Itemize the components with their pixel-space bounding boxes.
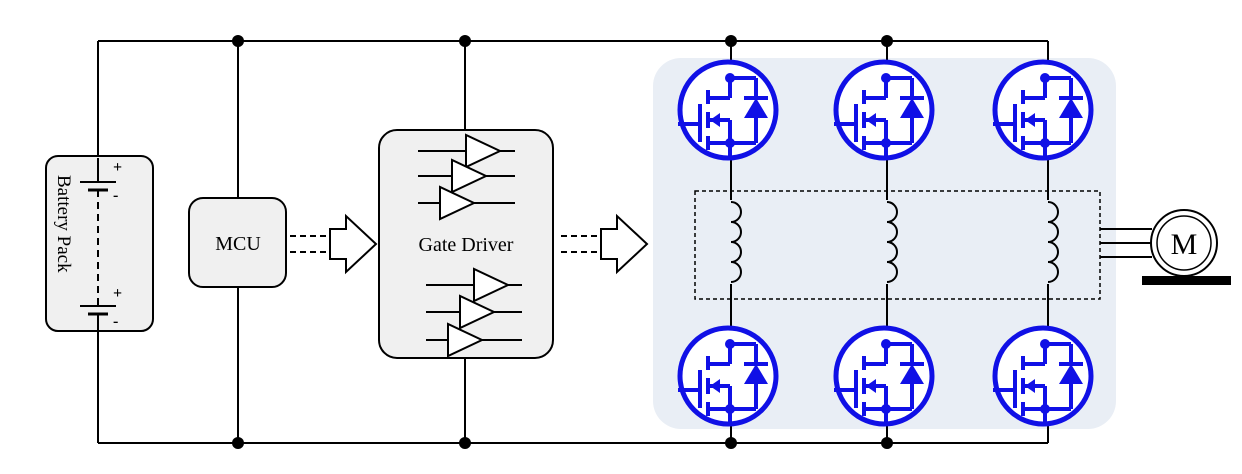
mcu-block: MCU xyxy=(188,197,287,288)
signal-arrow-mcu-to-driver xyxy=(290,213,378,275)
signal-arrow-driver-to-inverter xyxy=(561,213,649,275)
battery-pack-label: Battery Pack xyxy=(53,175,74,273)
battery-pack: + - + - Battery Pack xyxy=(45,155,154,332)
mosfet-high-b xyxy=(834,62,932,158)
motor-windings-box xyxy=(694,190,1101,300)
battery-plus-top: + xyxy=(113,159,122,176)
battery-minus-bottom: - xyxy=(113,313,118,330)
motor-label: M xyxy=(1171,228,1198,261)
mosfet-high-a xyxy=(678,62,776,158)
junction-dots xyxy=(232,35,893,449)
motor-connection xyxy=(1100,228,1152,258)
mcu-label: MCU xyxy=(215,233,261,255)
mosfet-high-c xyxy=(993,62,1091,158)
gate-driver-label: Gate Driver xyxy=(419,234,514,256)
mosfet-low-b xyxy=(834,328,932,424)
winding-c xyxy=(1041,200,1065,284)
gate-driver-block: Gate Driver xyxy=(378,129,554,359)
winding-b xyxy=(880,200,904,284)
battery-minus-top: - xyxy=(113,187,118,204)
motor: M xyxy=(1142,209,1231,285)
winding-a xyxy=(724,200,748,284)
mosfet-low-a xyxy=(678,328,776,424)
battery-plus-bottom: + xyxy=(113,285,122,302)
mosfet-low-c xyxy=(993,328,1091,424)
